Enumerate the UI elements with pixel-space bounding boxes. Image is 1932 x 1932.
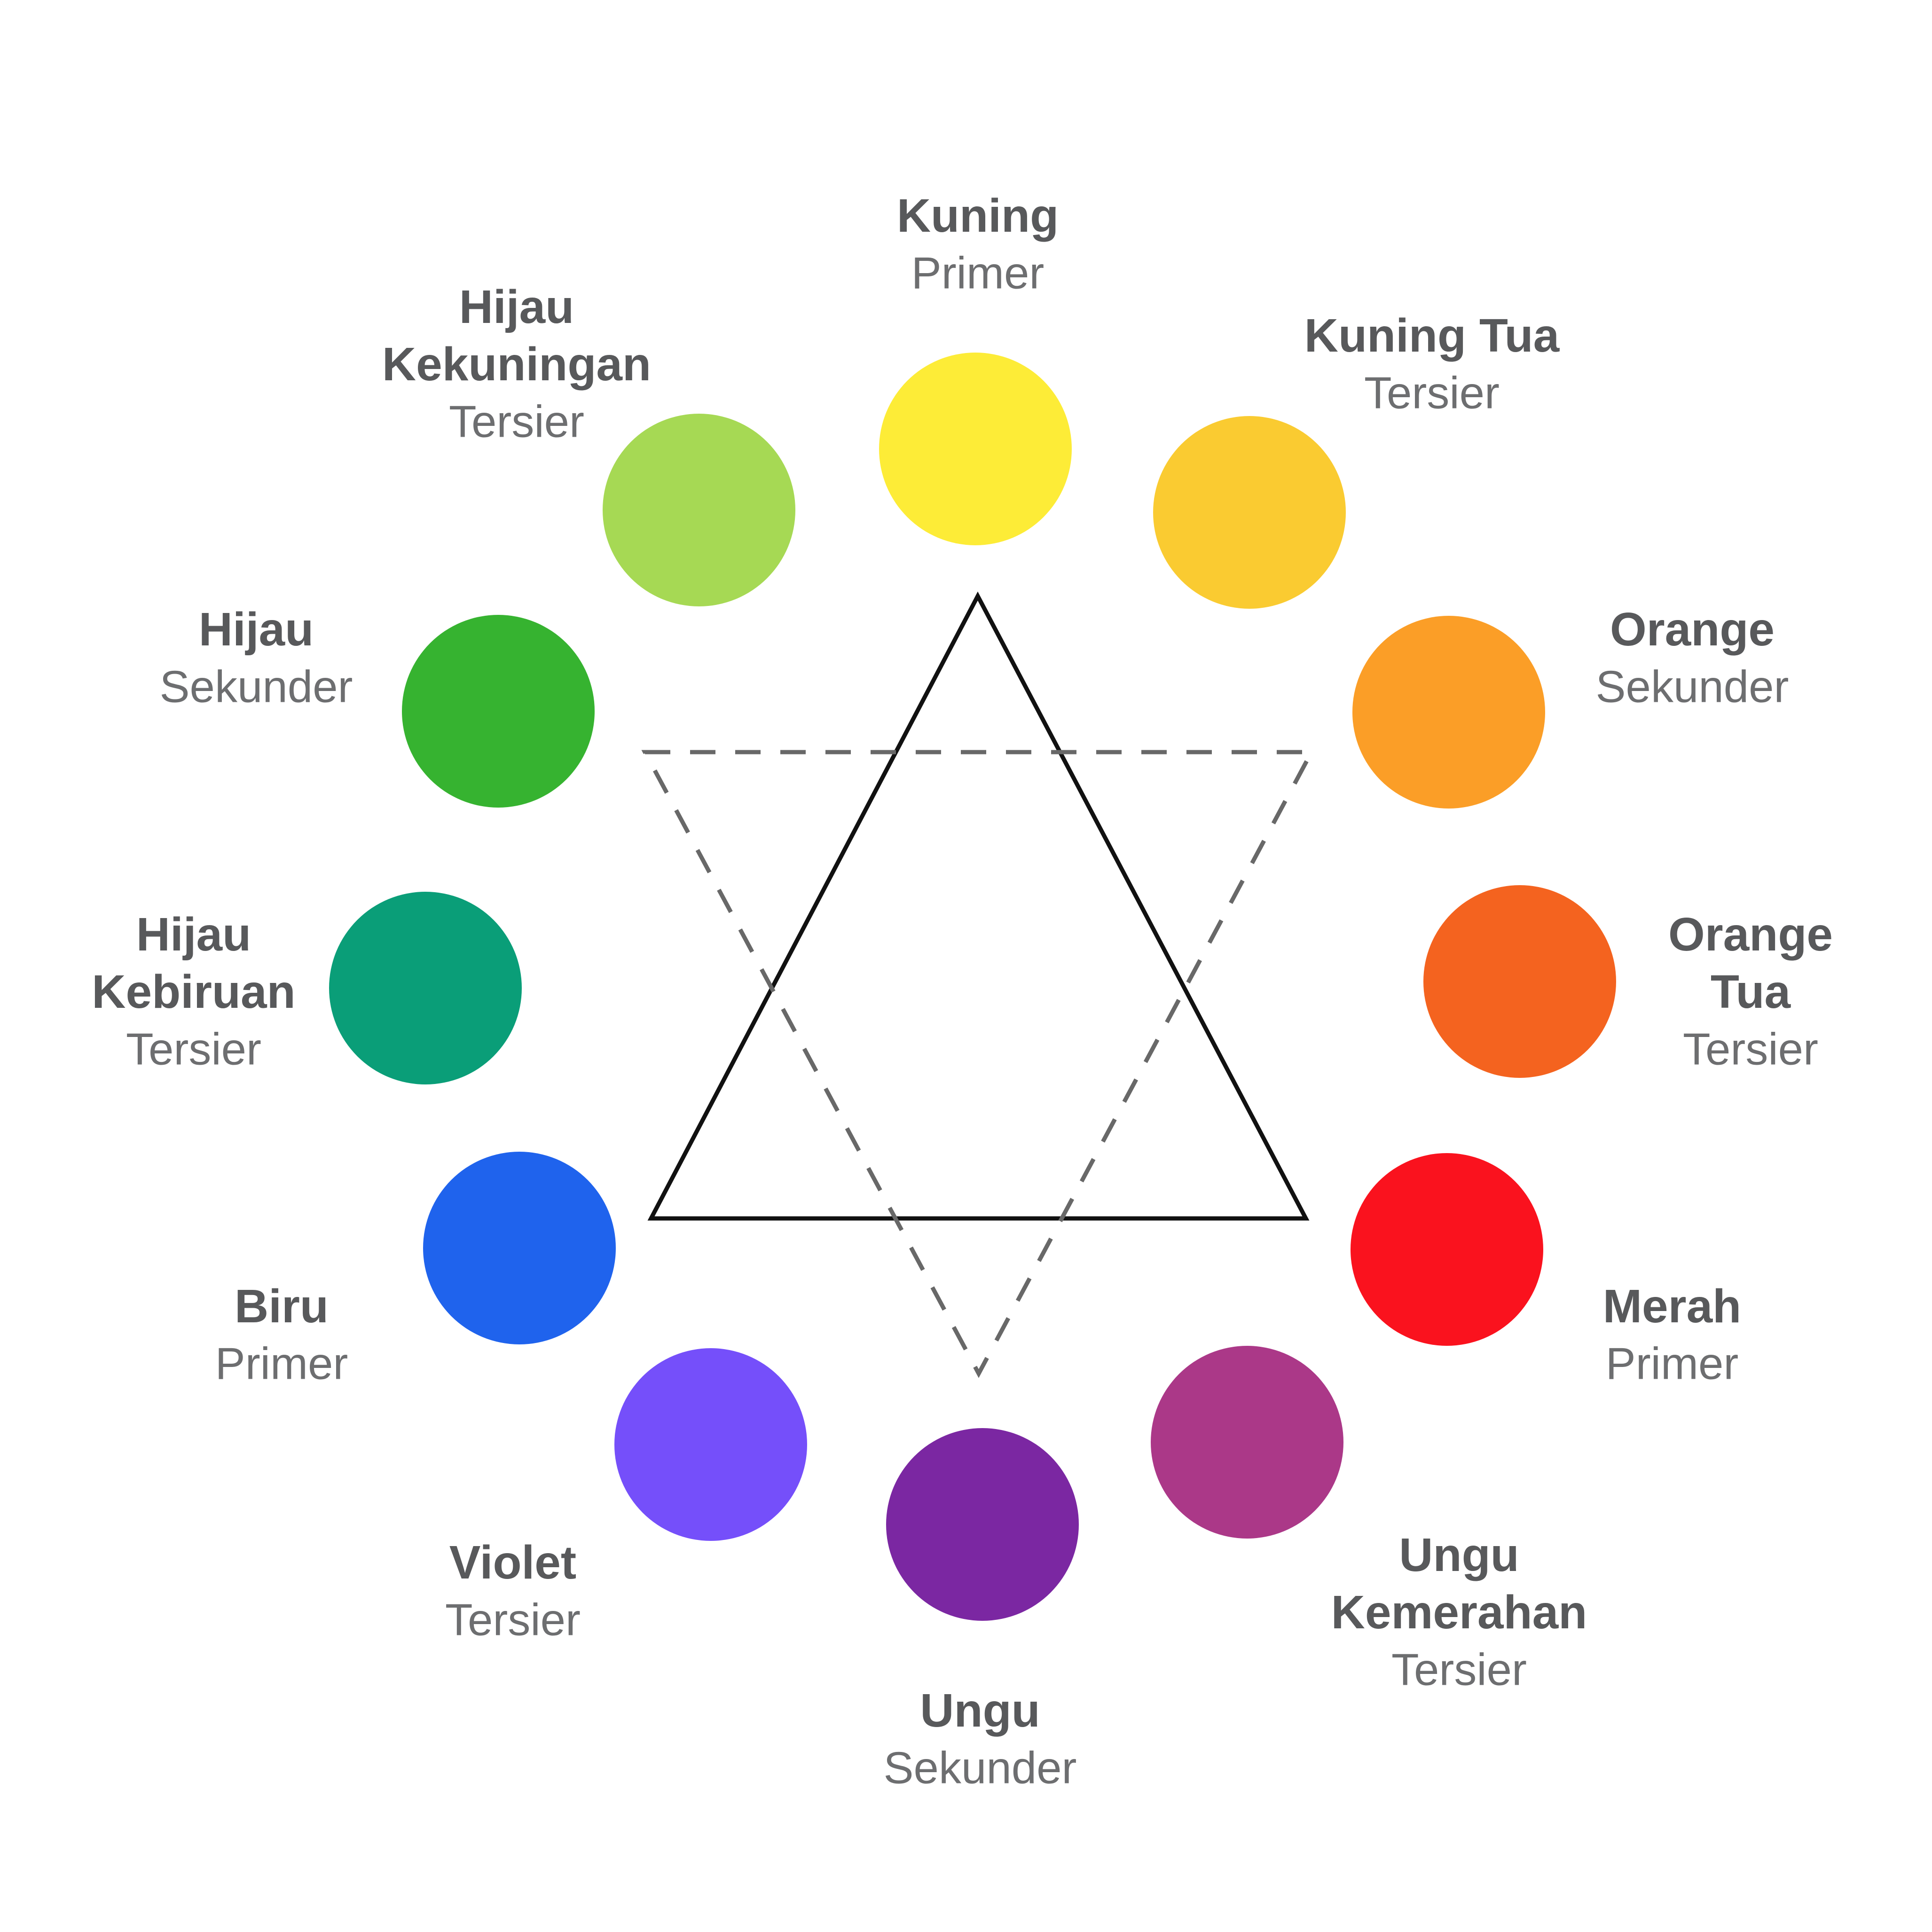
color-name-label-hijau-kebiruan-line2: Kebiruan: [92, 966, 295, 1018]
color-category-label-biru: Primer: [215, 1339, 348, 1389]
color-name-label-orange-tua-line2: Tua: [1711, 966, 1791, 1018]
color-category-label-hijau-kekuningan: Tersier: [449, 397, 584, 447]
color-swatch-kuning-tua: [1153, 416, 1346, 609]
color-name-label-hijau-kebiruan-line1: Hijau: [136, 908, 251, 961]
color-name-label-ungu-kemerahan-line1: Ungu: [1399, 1529, 1519, 1581]
color-name-label-kuning: Kuning: [897, 189, 1059, 242]
color-name-label-violet: Violet: [449, 1536, 576, 1589]
color-swatch-orange-tua: [1423, 885, 1616, 1078]
color-swatch-violet: [614, 1348, 807, 1541]
color-name-label-merah: Merah: [1603, 1280, 1742, 1333]
primary-colors-triangle: [647, 591, 1310, 1221]
color-swatch-kuning: [879, 353, 1072, 545]
color-category-label-violet: Tersier: [445, 1595, 581, 1645]
color-category-label-orange-tua: Tersier: [1683, 1024, 1818, 1075]
color-category-label-hijau-kebiruan: Tersier: [126, 1024, 261, 1075]
color-swatch-ungu-kemerahan: [1151, 1346, 1343, 1539]
color-name-label-ungu-kemerahan-line2: Kemerahan: [1331, 1586, 1587, 1639]
color-name-label-hijau-kekuningan-line1: Hijau: [459, 281, 574, 333]
color-category-label-hijau: Sekunder: [160, 662, 353, 712]
color-name-label-ungu: Ungu: [920, 1684, 1040, 1737]
color-name-label-hijau: Hijau: [199, 603, 314, 656]
color-swatch-ungu: [886, 1428, 1079, 1621]
color-swatch-hijau-kebiruan: [329, 892, 522, 1084]
color-swatch-orange: [1352, 616, 1545, 809]
color-category-label-ungu-kemerahan: Tersier: [1391, 1645, 1527, 1695]
color-name-label-orange-tua-line1: Orange: [1668, 908, 1833, 961]
color-name-label-hijau-kekuningan-line2: Kekuningan: [382, 338, 651, 391]
color-category-label-merah: Primer: [1606, 1339, 1739, 1389]
color-category-label-orange: Sekunder: [1596, 662, 1789, 712]
color-name-label-orange: Orange: [1610, 603, 1775, 656]
color-category-label-ungu: Sekunder: [884, 1743, 1077, 1793]
color-category-label-kuning: Primer: [911, 248, 1045, 298]
color-swatch-hijau-kekuningan: [603, 414, 795, 606]
color-name-label-biru: Biru: [235, 1280, 329, 1333]
secondary-colors-triangle-dashed: [641, 750, 1315, 1378]
color-category-label-kuning-tua: Tersier: [1364, 368, 1500, 418]
color-swatch-hijau: [402, 615, 595, 808]
color-swatch-merah: [1351, 1153, 1543, 1346]
color-swatch-biru: [423, 1152, 616, 1344]
color-name-label-kuning-tua: Kuning Tua: [1304, 309, 1560, 362]
